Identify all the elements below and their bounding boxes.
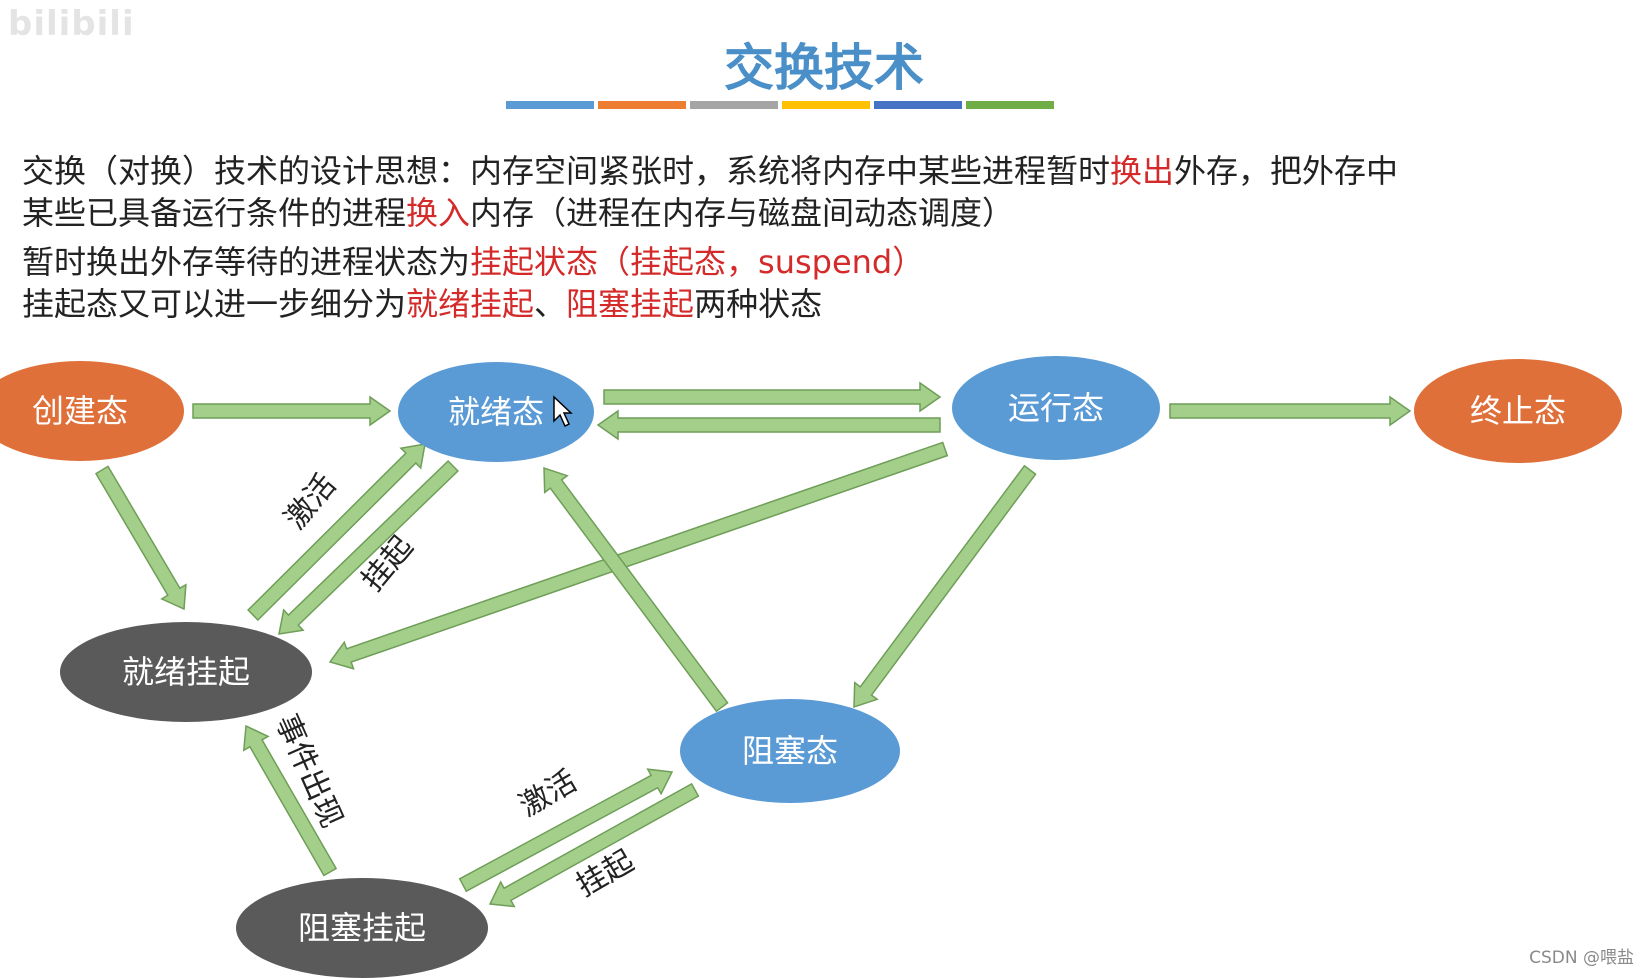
arrow-blocked-suspend-to-ready-suspend bbox=[242, 724, 338, 877]
node-blocked-label: 阻塞态 bbox=[742, 732, 838, 770]
arrow-running-to-ready-suspend bbox=[328, 441, 949, 670]
node-ready-shape bbox=[398, 362, 594, 462]
title-bar bbox=[506, 101, 594, 109]
node-terminated: 终止态 bbox=[1414, 359, 1622, 463]
arrow-running-to-blocked bbox=[853, 464, 1037, 709]
design-idea-line1: 交换（对换）技术的设计思想：内存空间紧张时，系统将内存中某些进程暂时换出外存，把… bbox=[22, 152, 1399, 190]
node-blocked-suspend-shape bbox=[236, 878, 488, 978]
node-ready-suspend-shape bbox=[60, 622, 312, 722]
edge-label-activate-blocked: 激活 bbox=[514, 764, 583, 824]
node-terminated-label: 终止态 bbox=[1470, 392, 1566, 430]
csdn-watermark: CSDN @喂盐 bbox=[1529, 948, 1634, 968]
arrow-ready-suspend-to-ready bbox=[247, 443, 426, 622]
title-bar bbox=[966, 101, 1054, 109]
node-ready-label: 就绪态 bbox=[448, 393, 544, 431]
node-ready-suspend: 就绪挂起 bbox=[60, 622, 312, 722]
title-bar bbox=[782, 101, 870, 109]
node-ready-suspend-label: 就绪挂起 bbox=[122, 653, 250, 691]
node-create: 创建态 bbox=[0, 361, 184, 461]
arrow-create-to-ready bbox=[192, 395, 392, 427]
node-create-label: 创建态 bbox=[32, 392, 128, 430]
slide-title: 交换技术 bbox=[724, 39, 924, 97]
arrow-ready-to-running bbox=[603, 381, 942, 413]
bilibili-logo: bilibili bbox=[8, 4, 135, 44]
node-blocked: 阻塞态 bbox=[680, 699, 900, 803]
arrows-layer bbox=[94, 381, 1412, 908]
node-blocked-suspend-label: 阻塞挂起 bbox=[298, 909, 426, 947]
node-blocked-shape bbox=[680, 699, 900, 803]
arrow-blocked-to-blocked-suspend bbox=[488, 782, 700, 908]
node-create-shape bbox=[0, 361, 184, 461]
arrow-running-to-terminated bbox=[1169, 395, 1412, 427]
suspend-subtypes-line: 挂起态又可以进一步细分为就绪挂起、阻塞挂起两种状态 bbox=[22, 285, 823, 323]
node-blocked-suspend: 阻塞挂起 bbox=[236, 878, 488, 978]
arrow-blocked-to-ready bbox=[543, 466, 729, 713]
suspend-state-line: 暂时换出外存等待的进程状态为挂起状态（挂起态，suspend） bbox=[22, 243, 925, 281]
edge-label-suspend-ready: 挂起 bbox=[355, 530, 420, 598]
node-running-label: 运行态 bbox=[1008, 389, 1104, 427]
design-idea-line2: 某些已具备运行条件的进程换入内存（进程在内存与磁盘间动态调度） bbox=[22, 194, 1015, 232]
mouse-cursor-icon bbox=[553, 395, 573, 428]
node-terminated-shape bbox=[1414, 359, 1622, 463]
title-bar bbox=[598, 101, 686, 109]
title-bar bbox=[690, 101, 778, 109]
arrow-ready-to-ready-suspend bbox=[278, 459, 459, 635]
node-running: 运行态 bbox=[952, 356, 1160, 460]
node-ready: 就绪态 bbox=[398, 362, 594, 462]
arrow-running-to-ready bbox=[596, 409, 941, 441]
title-bar bbox=[874, 101, 962, 109]
node-running-shape bbox=[952, 356, 1160, 460]
arrow-blocked-suspend-to-blocked bbox=[458, 768, 674, 893]
arrow-create-to-ready-suspend bbox=[94, 465, 187, 611]
